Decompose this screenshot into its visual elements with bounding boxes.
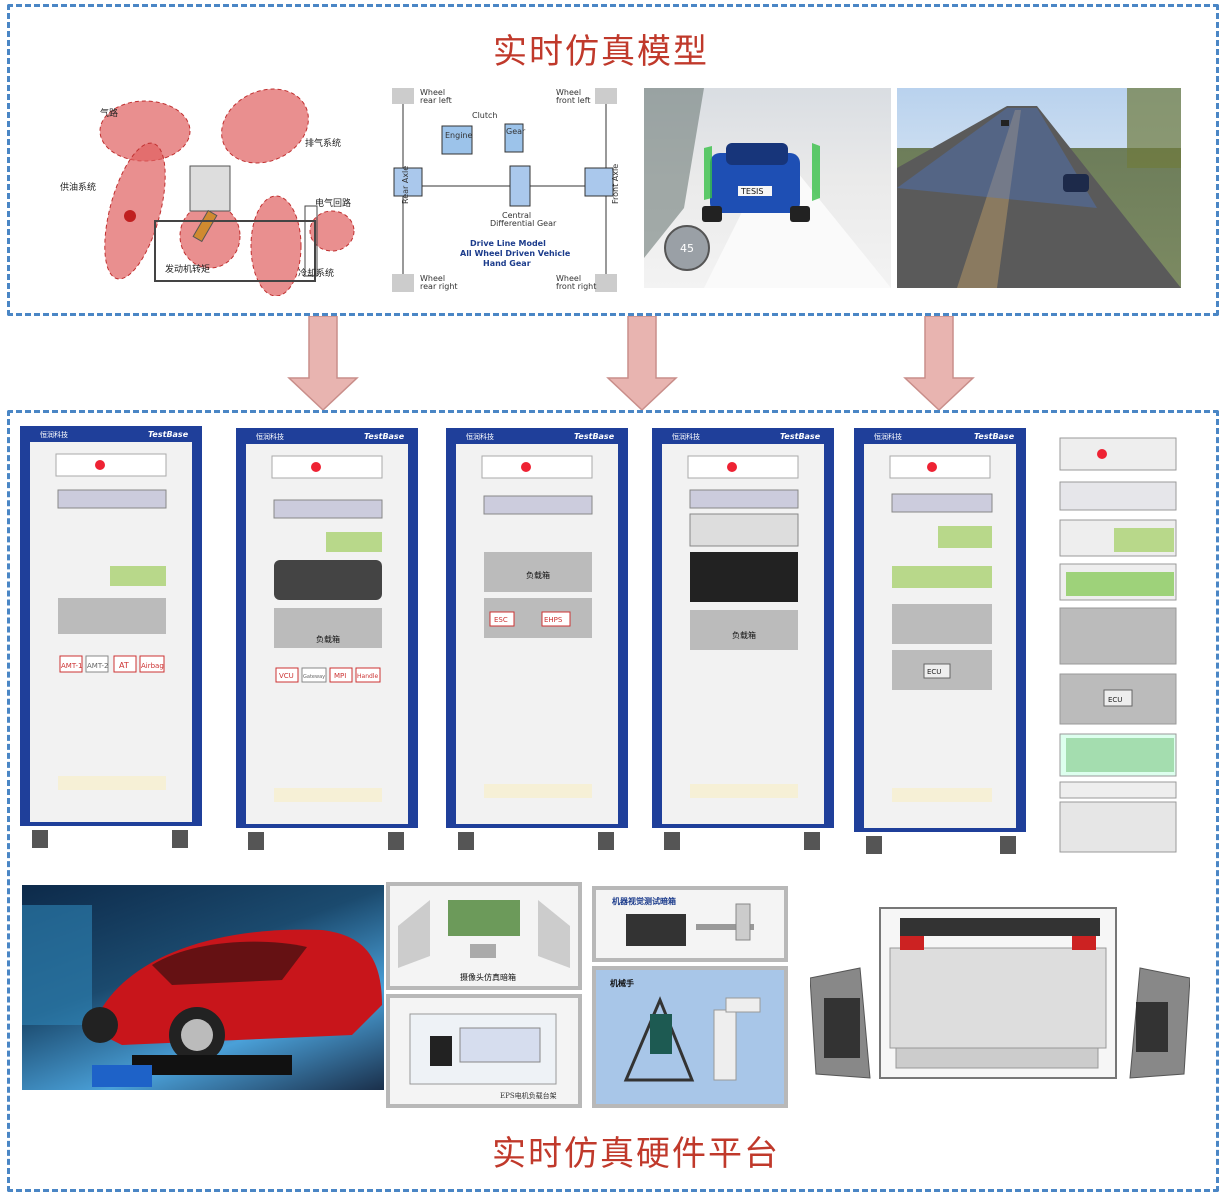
ecu-label: ECU (927, 668, 941, 676)
model-section-title: 实时仿真模型 (493, 32, 709, 72)
label-air-path: 气路 (100, 107, 118, 119)
label-engine-torque: 发动机转矩 (165, 263, 210, 275)
arrow-down-1 (287, 316, 359, 412)
model-label: TestBase (780, 432, 821, 441)
model-label: TestBase (364, 432, 405, 441)
at-label: AT (119, 661, 129, 670)
camera-sim-box: 摄像头仿真暗箱 (386, 882, 582, 990)
brand-label: 恒润科技 (256, 432, 284, 441)
robot-arm-label: 机械手 (610, 978, 634, 988)
cabinet-3: 恒润科技 TestBase 负载箱 ESC EHPS (446, 428, 628, 850)
wheel-fl-2: front left (556, 96, 591, 105)
wheel-rl-2: rear left (420, 96, 452, 105)
amt1-label: AMT-1 (61, 662, 82, 670)
engine-model-diagram: 气路 排气系统 供油系统 电气回路 发动机转矩 冷却系统 (50, 86, 370, 296)
esc-label: ESC (494, 616, 508, 624)
load-box-label: 负载箱 (732, 630, 756, 640)
cabinet-2: 恒润科技 TestBase 负载箱 VCU Gateway MPI Handle (236, 428, 418, 850)
central-diff-1: Central (502, 211, 531, 220)
rear-axle-label: Rear Axle (401, 166, 410, 204)
wheel-fr-2: front right (556, 282, 596, 291)
body-electronics-bench (810, 898, 1190, 1088)
handle-label: Handle (357, 673, 378, 680)
load-box-label: 负载箱 (316, 634, 340, 644)
machine-vision-box: 机器视觉测试暗箱 (592, 886, 788, 962)
driveline-model-diagram: Wheel rear left Wheel front left Wheel r… (380, 86, 635, 296)
label-exhaust: 排气系统 (305, 137, 341, 149)
model-label: TestBase (974, 432, 1015, 441)
brand-label: 恒润科技 (40, 430, 68, 439)
ehps-label: EHPS (544, 616, 563, 624)
brand-label: 恒润科技 (874, 432, 902, 441)
gear-label: Gear (506, 127, 526, 136)
rack-modules-exploded: ECU (1059, 437, 1177, 853)
brand-label: 恒润科技 (466, 432, 494, 441)
engine-label: Engine (445, 131, 472, 140)
wheel-fl-1: Wheel (556, 88, 581, 97)
eps-motor-bench: EPS电机负载台架 (386, 994, 582, 1108)
wheel-fr-1: Wheel (556, 274, 581, 283)
gateway-label: Gateway (303, 674, 325, 680)
amt2-label: AMT-2 (87, 662, 108, 670)
brand-label: 恒润科技 (672, 432, 700, 441)
robot-arm-panel: 机械手 (592, 966, 788, 1108)
driveline-title-2: All Wheel Driven Vehicle (460, 249, 571, 258)
wheel-rr-2: rear right (420, 282, 458, 291)
plate-text: TESIS (740, 187, 763, 196)
driveline-title-1: Drive Line Model (470, 239, 546, 248)
cabinet-1: 恒润科技 TestBase AMT-1 AMT-2 AT Airbag (20, 426, 202, 848)
model-section-frame (7, 4, 1219, 316)
highway-adas-simulation (897, 88, 1181, 288)
ecu-label: ECU (1108, 696, 1122, 704)
clutch-label: Clutch (472, 111, 497, 120)
driveline-title-3: Hand Gear (483, 259, 531, 268)
vehicle-snow-simulation: TESIS 45 (644, 88, 891, 288)
model-label: TestBase (574, 432, 615, 441)
front-axle-label: Front Axle (611, 164, 620, 204)
vcu-label: VCU (279, 672, 294, 680)
eps-bench-label: EPS电机负载台架 (500, 1091, 557, 1100)
arrow-down-2 (606, 316, 678, 412)
camera-box-label: 摄像头仿真暗箱 (460, 972, 516, 982)
label-cooling: 冷却系统 (298, 267, 334, 279)
model-label: TestBase (148, 430, 189, 439)
machine-vision-label: 机器视觉测试暗箱 (612, 896, 676, 906)
hardware-section-frame (7, 410, 1219, 1192)
label-fuel: 供油系统 (60, 181, 96, 193)
arrow-down-3 (903, 316, 975, 412)
cabinet-5: 恒润科技 TestBase ECU (854, 428, 1026, 854)
central-diff-2: Differential Gear (490, 219, 557, 228)
cabinet-4: 恒润科技 TestBase 负载箱 (652, 428, 834, 850)
hardware-section-title: 实时仿真硬件平台 (492, 1134, 780, 1174)
speed-readout: 45 (680, 242, 694, 255)
load-box-label: 负载箱 (526, 570, 550, 580)
mpi-label: MPI (334, 672, 346, 680)
wheel-rr-1: Wheel (420, 274, 445, 283)
wheel-rl-1: Wheel (420, 88, 445, 97)
label-electrical: 电气回路 (315, 197, 351, 209)
airbag-label: Airbag (141, 662, 164, 670)
vehicle-motion-platform-photo (22, 885, 384, 1090)
